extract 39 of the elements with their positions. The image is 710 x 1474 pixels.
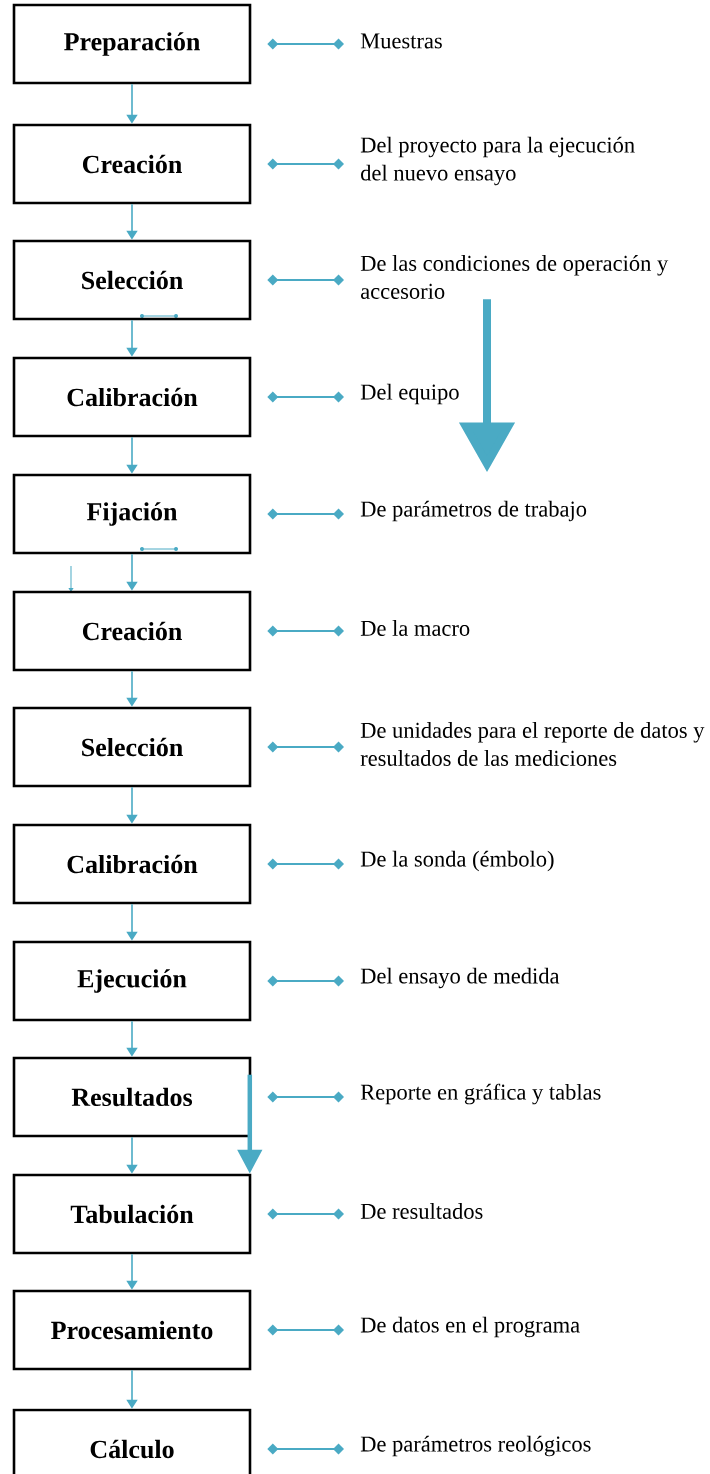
process-box: Selección: [12, 706, 252, 788]
process-box: Resultados: [12, 1056, 252, 1138]
step-description: Del ensayo de medida: [360, 967, 560, 989]
connector: [267, 858, 344, 870]
process-box: Creación: [12, 123, 252, 205]
connector: [267, 975, 344, 987]
process-box: Tabulación: [12, 1173, 252, 1255]
connector: [267, 158, 344, 170]
step-description: De la macro: [360, 620, 470, 636]
step-description: Muestras: [360, 33, 442, 49]
process-box: Cálculo: [12, 1408, 252, 1474]
connector: [267, 741, 344, 753]
process-box: Ejecución: [12, 940, 252, 1022]
step-description: De unidades para el reporte de datos y resultados de las mediciones: [360, 722, 705, 766]
process-box: Selección: [12, 239, 252, 321]
connector: [267, 38, 344, 50]
connector: [267, 625, 344, 637]
connector: [267, 1091, 344, 1103]
process-box: Fijación: [12, 473, 252, 555]
step-description: Del equipo: [360, 383, 459, 405]
step-description: De las condiciones de operación y accesorio: [360, 255, 669, 299]
step-description: De resultados: [360, 1203, 483, 1219]
step-description: De parámetros de trabajo: [360, 500, 587, 522]
step-description: De la sonda (émbolo): [360, 850, 554, 872]
process-box: Creación: [12, 590, 252, 672]
step-description: De datos en el programa: [360, 1316, 580, 1338]
connector: [267, 1443, 344, 1455]
process-box: Procesamiento: [12, 1289, 252, 1371]
process-box: Calibración: [12, 823, 252, 905]
step-description: Del proyecto para la ejecución del nuevo ensayo: [360, 136, 635, 186]
step-description: De parámetros reológicos: [360, 1435, 591, 1457]
connector: [267, 1208, 344, 1220]
connector: [267, 274, 344, 286]
process-box: Preparación: [12, 3, 252, 85]
step-description: Reporte en gráfica y tablas: [360, 1083, 601, 1105]
process-box: Calibración: [12, 356, 252, 438]
connector: [267, 391, 344, 403]
connector: [267, 508, 344, 520]
connector: [267, 1324, 344, 1336]
